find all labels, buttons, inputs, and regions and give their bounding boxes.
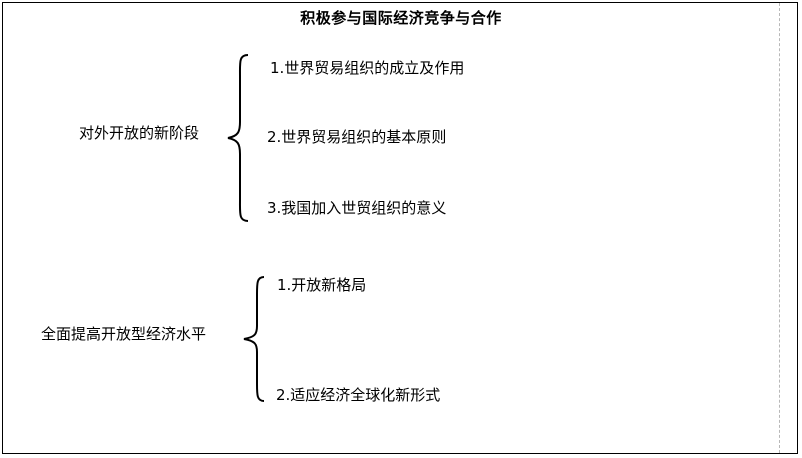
section-1-item-2: 2.世界贸易组织的基本原则	[267, 128, 447, 146]
margin-guide-line	[779, 3, 780, 453]
section-1-topic: 对外开放的新阶段	[79, 124, 200, 142]
section-1-item-3: 3.我国加入世贸组织的意义	[267, 199, 447, 217]
document-frame	[2, 2, 798, 454]
section-2-brace	[243, 276, 265, 402]
section-2-item-1: 1.开放新格局	[277, 276, 367, 294]
section-1-item-1: 1.世界贸易组织的成立及作用	[270, 59, 465, 77]
section-1-brace	[227, 54, 249, 222]
page-title: 积极参与国际经济竞争与合作	[300, 9, 502, 27]
section-2-topic: 全面提高开放型经济水平	[41, 325, 207, 343]
section-2-item-2: 2.适应经济全球化新形式	[276, 386, 441, 404]
